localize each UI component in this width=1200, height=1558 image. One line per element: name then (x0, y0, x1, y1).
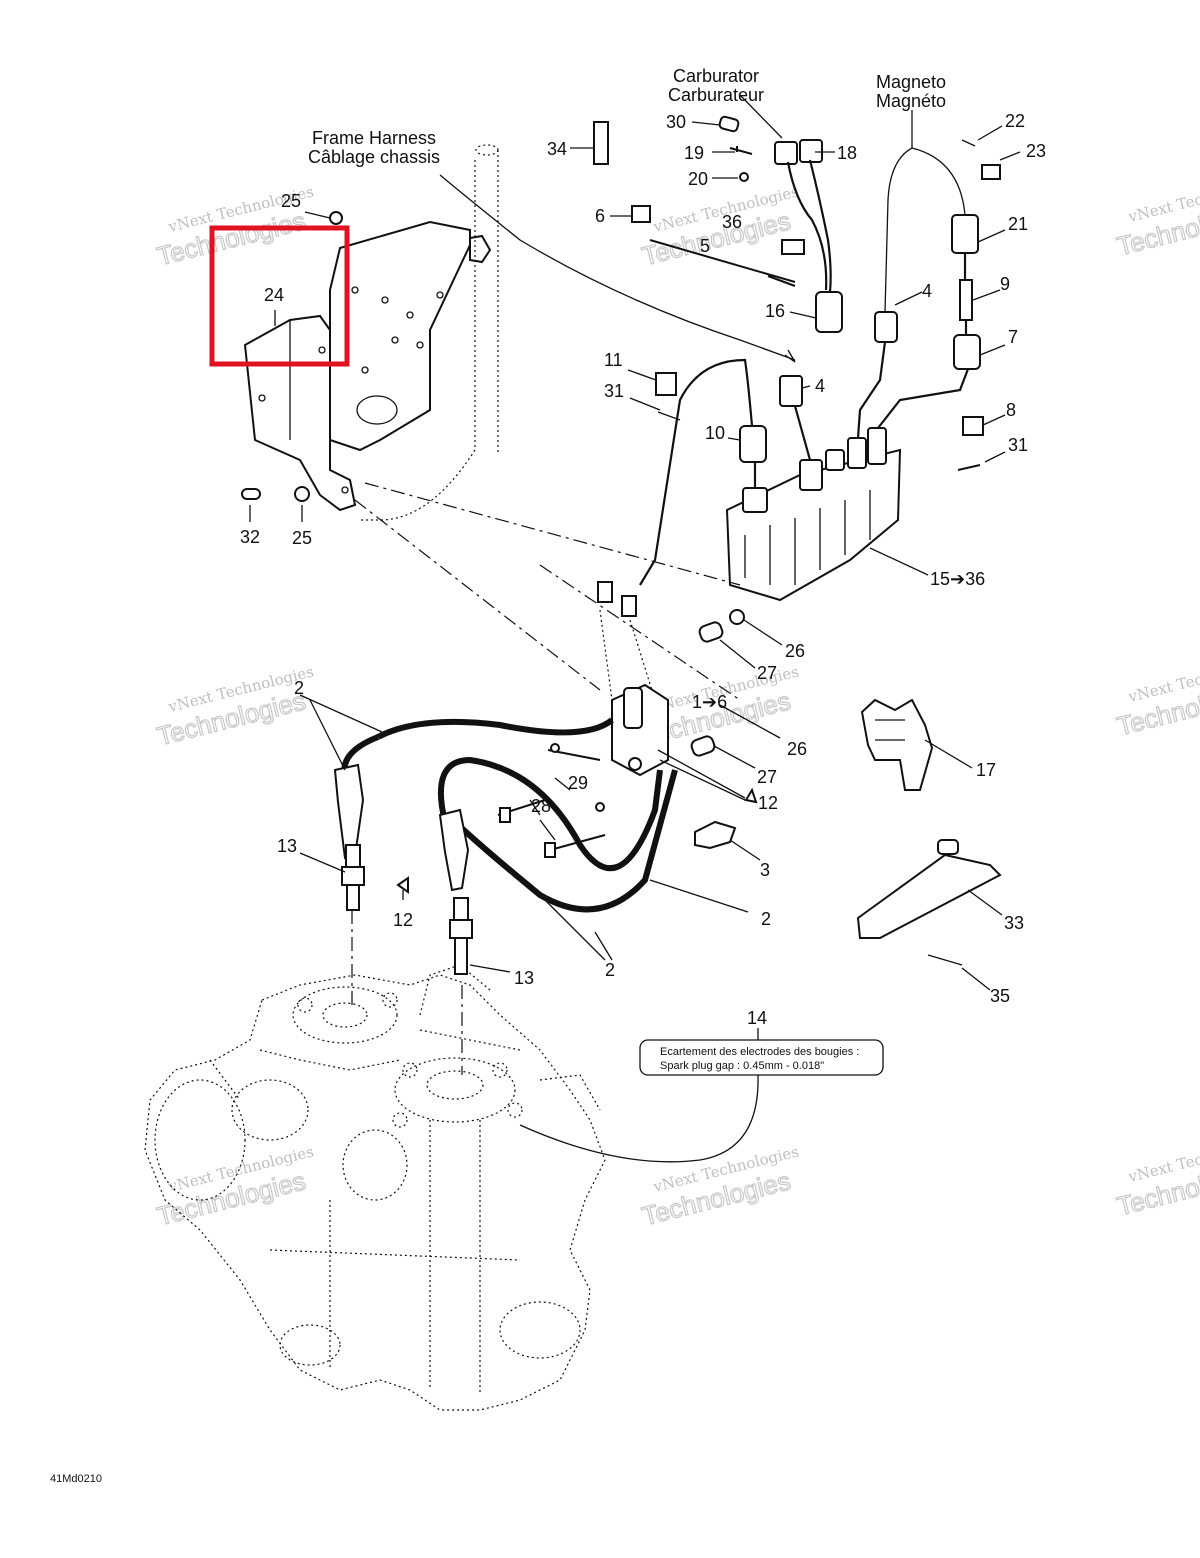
watermark: vNext Technologies Technologies (1113, 172, 1200, 262)
callout-35: 35 (990, 986, 1010, 1006)
callout-15: 15➔36 (930, 569, 985, 589)
callout-36: 36 (722, 212, 742, 232)
callout-13: 13 (514, 968, 534, 988)
callout-11: 11 (604, 350, 623, 370)
magneto-harness (874, 110, 1001, 471)
callout-13: 13 (277, 836, 297, 856)
cable-guide-17 (860, 698, 934, 791)
callout-2: 2 (605, 960, 615, 980)
caption-carburator: Carburator (673, 66, 759, 86)
callout-22: 22 (1005, 111, 1025, 131)
caption-carburateur: Carburateur (668, 85, 764, 105)
captions: Carburator Carburateur Magneto Magnéto F… (308, 66, 946, 167)
callout-18: 18 (837, 143, 857, 163)
callout-17: 17 (976, 760, 996, 780)
callout-4: 4 (922, 281, 932, 301)
leader-lines (249, 94, 1021, 1163)
callout-20: 20 (688, 169, 708, 189)
callout-7: 7 (1008, 327, 1018, 347)
callout-5: 5 (700, 236, 710, 256)
callout-2: 2 (294, 678, 304, 698)
callout-6: 6 (595, 206, 605, 226)
callout-30: 30 (666, 112, 686, 132)
callout-3: 3 (760, 860, 770, 880)
callout-12: 12 (393, 910, 413, 930)
callout-9: 9 (1000, 274, 1010, 294)
callout-12: 12 (758, 793, 778, 813)
callout-31: 31 (1008, 435, 1028, 455)
cdi-module (439, 174, 970, 602)
watermark: vNext Technologies Technologies (153, 1142, 315, 1232)
deflector-33 (856, 839, 1002, 966)
callout-4: 4 (815, 376, 825, 396)
spark-plug (449, 897, 473, 975)
watermark: vNext Technologies Technologies (1113, 652, 1200, 742)
caption-magneto-fr: Magnéto (876, 91, 946, 111)
callout-31: 31 (604, 381, 624, 401)
watermark: vNext Technologies Technologies (638, 1142, 800, 1232)
spark-plug (341, 844, 365, 911)
callout-32: 32 (240, 527, 260, 547)
callout-16: 16 (765, 301, 785, 321)
callout-27: 27 (757, 767, 777, 787)
callouts: 22 23 21 9 7 8 31 30 18 19 20 34 6 36 5 … (240, 111, 1046, 1028)
callout-14: 14 (747, 1008, 767, 1028)
gap-label-english: Spark plug gap : 0.45mm - 0.018" (660, 1060, 824, 1072)
caption-frame-harness: Frame Harness (312, 128, 436, 148)
carburator-harness (593, 115, 843, 333)
figure-code: 41Md0210 (50, 1473, 102, 1485)
caption-magneto: Magneto (876, 72, 946, 92)
callout-19: 19 (684, 143, 704, 163)
spark-plug-gap-label: Ecartement des electrodes des bougies : … (639, 1039, 884, 1076)
watermark: vNext Technologies Technologies (1113, 1132, 1200, 1222)
engine-outline (144, 910, 606, 1411)
gap-label-french: Ecartement des electrodes des bougies : (660, 1046, 859, 1058)
callout-33: 33 (1004, 913, 1024, 933)
callout-21: 21 (1008, 214, 1028, 234)
callout-24: 24 (264, 285, 284, 305)
callout-25: 25 (292, 528, 312, 548)
callout-27: 27 (757, 663, 777, 683)
callout-26: 26 (785, 641, 805, 661)
callout-23: 23 (1026, 141, 1046, 161)
callout-26: 26 (787, 739, 807, 759)
ignition-coil (333, 482, 758, 975)
callout-10: 10 (705, 423, 725, 443)
callout-2: 2 (761, 909, 771, 929)
callout-34: 34 (547, 139, 567, 159)
caption-cablage-chassis: Câblage chassis (308, 147, 440, 167)
callout-1-6: 1➔6 (692, 692, 727, 712)
callout-25: 25 (281, 191, 301, 211)
callout-28: 28 (531, 796, 551, 816)
callout-8: 8 (1006, 400, 1016, 420)
callout-29: 29 (568, 773, 588, 793)
highlight-box (209, 225, 350, 367)
watermark: vNext Technologies Technologies (153, 662, 315, 752)
